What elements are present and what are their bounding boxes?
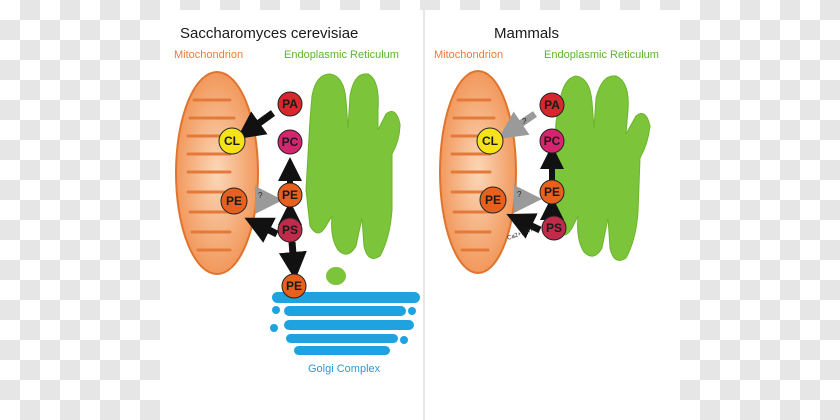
- svg-text:PS: PS: [546, 221, 562, 235]
- right-node-ps: PS: [541, 215, 567, 241]
- left-node-pc: PC: [277, 129, 303, 155]
- svg-text:PC: PC: [282, 135, 299, 149]
- left-er-label: Endoplasmic Reticulum: [284, 49, 399, 61]
- left-question-mark: ?: [258, 191, 263, 200]
- right-arrow-pa-to-cl: [498, 111, 537, 139]
- right-node-pc: PC: [539, 128, 565, 154]
- right-arrow-ps-to-mito-pe: [506, 213, 542, 239]
- left-node-pa: PA: [277, 91, 303, 117]
- left-golgi: [270, 292, 420, 355]
- left-title: Saccharomyces cerevisiae: [180, 25, 358, 42]
- left-mitochondrion: [175, 71, 259, 275]
- svg-text:PE: PE: [282, 188, 298, 202]
- svg-text:PS: PS: [282, 223, 298, 237]
- left-mitochondrion-label: Mitochondrion: [174, 49, 243, 61]
- svg-text:PA: PA: [282, 97, 298, 111]
- right-er-label: Endoplasmic Reticulum: [544, 49, 659, 61]
- svg-text:PE: PE: [544, 185, 560, 199]
- right-question-mark-cl: ?: [522, 117, 527, 126]
- right-mitochondrion: [439, 70, 517, 274]
- left-node-pe-mito: PE: [220, 187, 248, 215]
- left-node-ps: PS: [277, 217, 303, 243]
- svg-text:PE: PE: [485, 193, 501, 207]
- left-node-cl: CL: [218, 127, 246, 155]
- right-node-cl: CL: [476, 127, 504, 155]
- right-node-pe-er: PE: [539, 179, 565, 205]
- svg-text:PC: PC: [544, 134, 561, 148]
- svg-text:PE: PE: [286, 279, 302, 293]
- left-arrow-ps-to-mito-pe: [244, 217, 279, 243]
- right-node-pa: PA: [539, 92, 565, 118]
- right-er: [551, 75, 651, 261]
- left-node-pe-er: PE: [277, 182, 303, 208]
- svg-text:CL: CL: [224, 134, 240, 148]
- right-mitochondrion-label: Mitochondrion: [434, 49, 503, 61]
- svg-text:PE: PE: [226, 194, 242, 208]
- figure-panel: Saccharomyces cerevisiae Mitochondrion E…: [160, 10, 680, 420]
- right-question-mark-pe: ?: [517, 190, 522, 199]
- left-node-pe-golgi: PE: [281, 273, 307, 299]
- left-arrow-pa-to-cl: [236, 110, 276, 140]
- right-node-pe-mito: PE: [479, 186, 507, 214]
- left-golgi-label: Golgi Complex: [308, 363, 381, 375]
- right-title: Mammals: [494, 25, 559, 42]
- left-er: [305, 73, 401, 285]
- svg-text:PA: PA: [544, 98, 560, 112]
- right-ca-atp-label: Ca2+, ATP: [507, 226, 536, 241]
- svg-text:CL: CL: [482, 134, 498, 148]
- diagram-svg: Saccharomyces cerevisiae Mitochondrion E…: [174, 10, 659, 420]
- left-arrow-ps-to-golgi-pe: [278, 241, 307, 280]
